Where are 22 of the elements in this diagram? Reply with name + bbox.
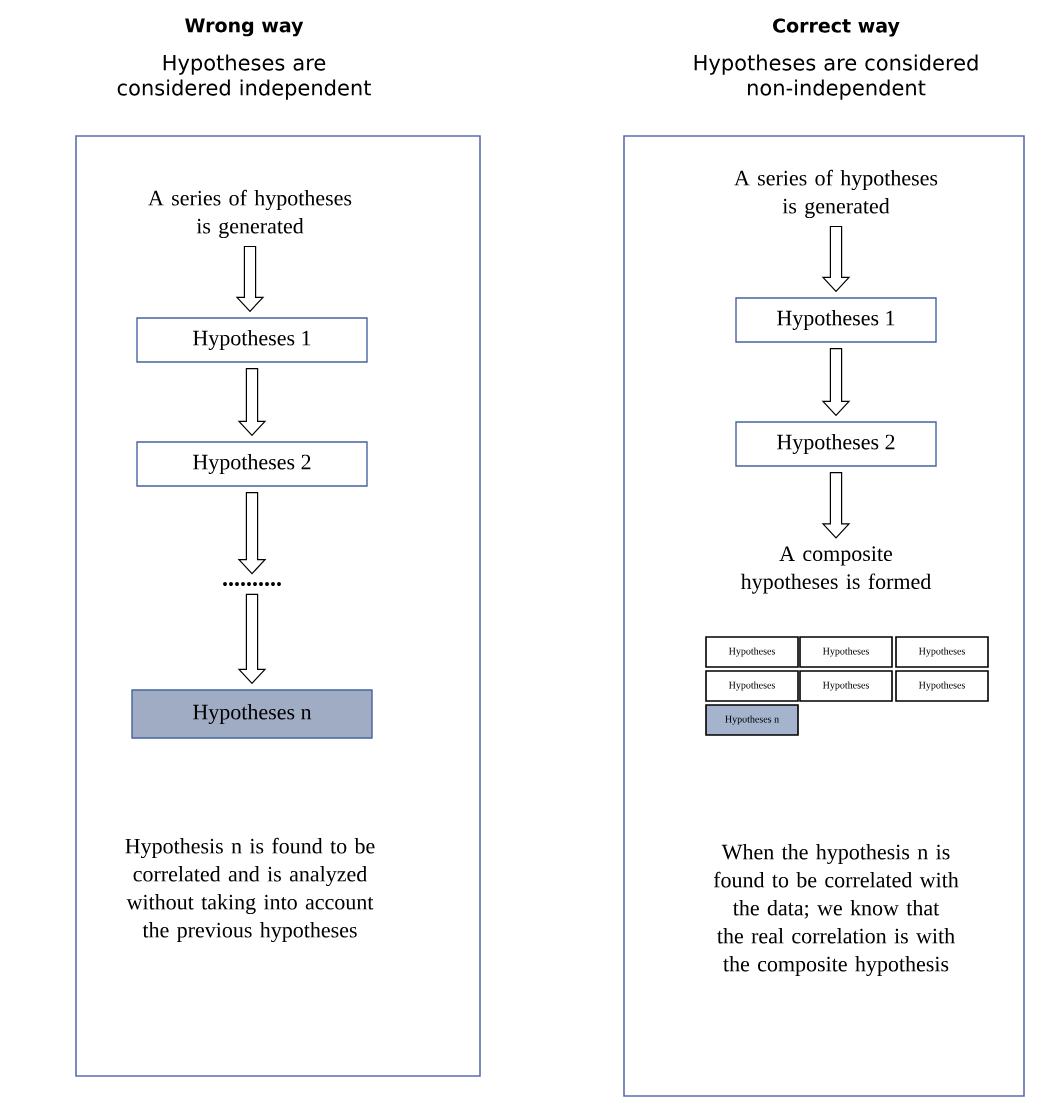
hollow-arrow [237,492,267,575]
hollow-arrow [821,472,851,539]
hollow-arrow [821,225,851,293]
hollow-arrow [821,348,851,417]
step-text: A series of hypotheses is generated [148,189,352,239]
hypothesis-box: Hypotheses 2 [735,421,937,467]
hypothesis-box: Hypotheses 1 [136,317,368,363]
panel-subheading: Hypotheses are considered non-independent [694,54,978,100]
hollow-arrow [237,368,267,437]
step-text: When the hypothesis n is found to be correlated with the data; we know that the real correlation is with the composite hypothesis [713,844,959,976]
hollow-arrow [235,245,265,313]
panel-heading: Wrong way [185,18,304,37]
hypothesis-box: Hypotheses 2 [136,441,368,487]
highlighted-hypothesis-box: Hypotheses n [131,689,373,739]
step-text: A composite hypotheses is formed [740,546,932,594]
ellipsis-text: .......... [223,582,281,586]
step-text: Hypothesis n is found to be correlated and is analyzed without taking into account the previous hypotheses [125,837,375,943]
hollow-arrow [237,593,267,685]
step-text: A series of hypotheses is generated [734,169,938,219]
hypothesis-box: Hypotheses 1 [735,297,937,343]
panel-heading: Correct way [773,18,900,37]
panel-subheading: Hypotheses are considered independent [117,54,371,100]
